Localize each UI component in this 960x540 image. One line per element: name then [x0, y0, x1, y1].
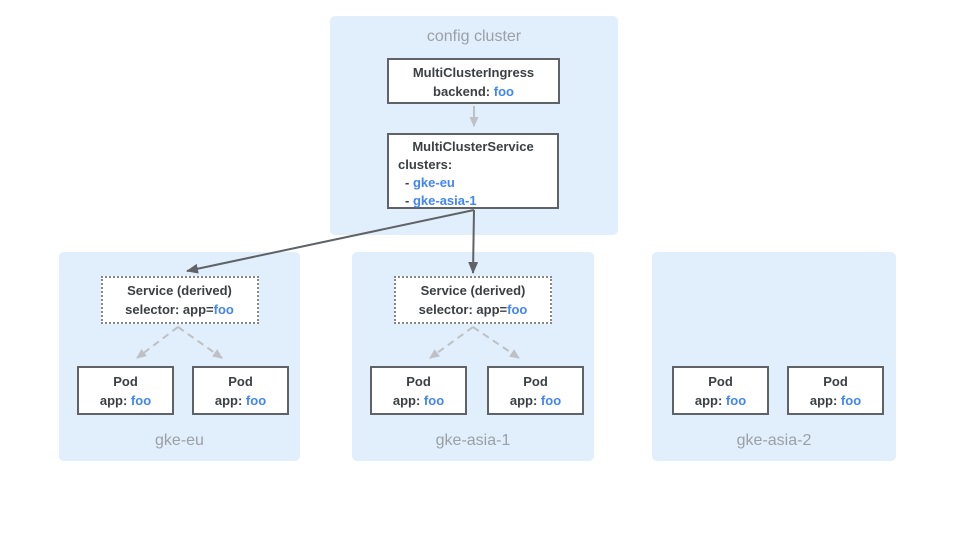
service-selector-line: selector: app=foo: [103, 300, 257, 319]
pod-app-line: app: foo: [789, 391, 882, 410]
pod-app-label: app:: [694, 393, 723, 408]
pod-app-value: foo: [840, 393, 862, 408]
selector-value: foo: [507, 302, 528, 317]
pod-app-label: app:: [99, 393, 128, 408]
pod-app-label: app:: [214, 393, 243, 408]
backend-value: foo: [493, 84, 514, 99]
mcs-clusters-label: clusters:: [398, 157, 453, 172]
multiclusterservice-title: MultiClusterService: [412, 139, 534, 154]
pod-app-value: foo: [245, 393, 267, 408]
pod-title: Pod: [823, 374, 848, 389]
mcs-cluster-item: - gke-eu: [389, 174, 557, 192]
pod-node: Pod app: foo: [787, 366, 884, 415]
multiclusteringress-title: MultiClusterIngress: [412, 65, 535, 80]
service-derived-node: Service (derived) selector: app=foo: [394, 276, 552, 324]
service-derived-title: Service (derived): [420, 283, 526, 298]
pod-node: Pod app: foo: [487, 366, 584, 415]
pod-app-label: app:: [509, 393, 538, 408]
pod-title: Pod: [113, 374, 138, 389]
pod-node: Pod app: foo: [672, 366, 769, 415]
cluster-region-gke-asia-1: Service (derived) selector: app=foo Pod …: [352, 252, 594, 461]
pod-node: Pod app: foo: [370, 366, 467, 415]
pod-title: Pod: [523, 374, 548, 389]
cluster-region-gke-eu: Service (derived) selector: app=foo Pod …: [59, 252, 300, 461]
mcs-cluster-name: gke-eu: [412, 175, 455, 190]
pod-app-value: foo: [540, 393, 562, 408]
service-selector-line: selector: app=foo: [396, 300, 550, 319]
config-cluster-label: config cluster: [426, 28, 522, 45]
cluster-label-gke-asia-1: gke-asia-1: [435, 432, 511, 449]
selector-value: foo: [213, 302, 234, 317]
config-cluster-region: config cluster MultiClusterIngress backe…: [330, 16, 618, 235]
pod-app-value: foo: [423, 393, 445, 408]
cluster-label-gke-eu: gke-eu: [155, 432, 204, 449]
multiclusteringress-node: MultiClusterIngress backend: foo: [387, 58, 560, 104]
selector-label: selector: app=: [418, 302, 508, 317]
pod-app-value: foo: [130, 393, 152, 408]
list-dash: -: [405, 175, 410, 190]
pod-title: Pod: [228, 374, 253, 389]
pod-app-line: app: foo: [489, 391, 582, 410]
multiclusterservice-node: MultiClusterService clusters: - gke-eu -…: [387, 133, 559, 209]
service-derived-node: Service (derived) selector: app=foo: [100, 276, 259, 324]
list-dash: -: [405, 193, 410, 208]
service-derived-title: Service (derived): [127, 283, 232, 298]
cluster-label-gke-asia-2: gke-asia-2: [736, 432, 812, 449]
mcs-cluster-name: gke-asia-1: [412, 193, 477, 208]
selector-label: selector: app=: [125, 302, 214, 317]
pod-app-label: app:: [809, 393, 838, 408]
pod-node: Pod app: foo: [192, 366, 289, 415]
pod-app-line: app: foo: [372, 391, 465, 410]
pod-title: Pod: [708, 374, 733, 389]
multiclusteringress-backend-line: backend: foo: [389, 82, 558, 101]
pod-app-line: app: foo: [194, 391, 287, 410]
pod-app-line: app: foo: [79, 391, 172, 410]
pod-title: Pod: [406, 374, 431, 389]
backend-label: backend:: [433, 84, 491, 99]
pod-node: Pod app: foo: [77, 366, 174, 415]
mcs-cluster-item: - gke-asia-1: [389, 192, 557, 210]
pod-app-value: foo: [725, 393, 747, 408]
cluster-region-gke-asia-2: Pod app: foo Pod app: foo gke-asia-2: [652, 252, 896, 461]
pod-app-label: app:: [392, 393, 421, 408]
pod-app-line: app: foo: [674, 391, 767, 410]
